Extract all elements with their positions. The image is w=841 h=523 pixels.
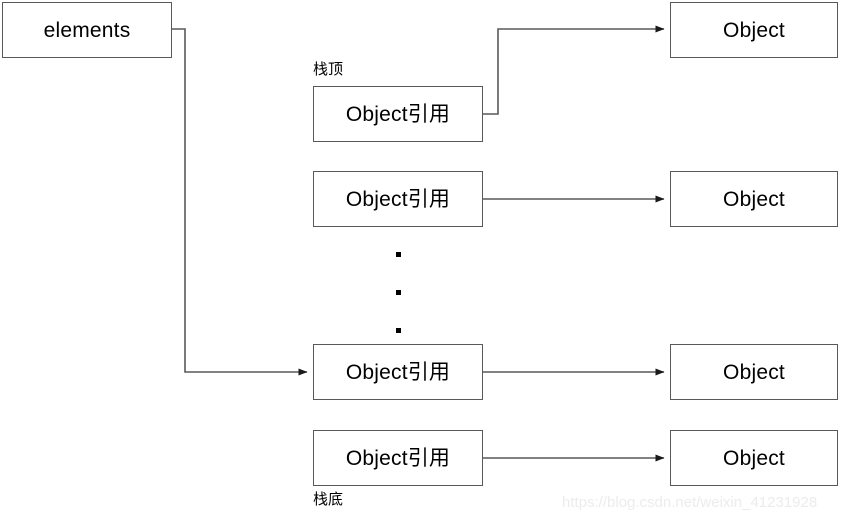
caption-stack-bottom: 栈底 bbox=[313, 491, 344, 508]
node-object-4[interactable]: Object bbox=[670, 430, 838, 486]
node-reference-1-label: Object引用 bbox=[345, 102, 451, 126]
node-object-1-label: Object bbox=[723, 18, 785, 42]
node-elements[interactable]: elements bbox=[2, 2, 172, 58]
node-object-3-label: Object bbox=[723, 360, 785, 384]
node-object-3[interactable]: Object bbox=[670, 344, 838, 400]
node-reference-4-label: Object引用 bbox=[345, 446, 451, 470]
ellipsis-dot-1 bbox=[396, 252, 401, 257]
connector-elements-to-reference-3 bbox=[172, 28, 308, 376]
ellipsis-dot-2 bbox=[396, 290, 401, 295]
node-reference-2-label: Object引用 bbox=[345, 187, 451, 211]
node-reference-3-label: Object引用 bbox=[345, 360, 451, 384]
node-reference-2[interactable]: Object引用 bbox=[313, 171, 483, 227]
node-reference-4[interactable]: Object引用 bbox=[313, 430, 483, 486]
node-reference-3[interactable]: Object引用 bbox=[313, 344, 483, 400]
watermark: https://blog.csdn.net/weixin_41231928 bbox=[562, 494, 818, 511]
caption-stack-top: 栈顶 bbox=[313, 61, 344, 78]
node-object-4-label: Object bbox=[723, 446, 785, 470]
ellipsis-dot-3 bbox=[396, 328, 401, 333]
node-reference-1[interactable]: Object引用 bbox=[313, 86, 483, 142]
connector-reference-1-to-object-1 bbox=[483, 25, 665, 115]
node-object-1[interactable]: Object bbox=[670, 2, 838, 58]
node-object-2[interactable]: Object bbox=[670, 171, 838, 227]
node-elements-label: elements bbox=[43, 18, 131, 42]
node-object-2-label: Object bbox=[723, 187, 785, 211]
